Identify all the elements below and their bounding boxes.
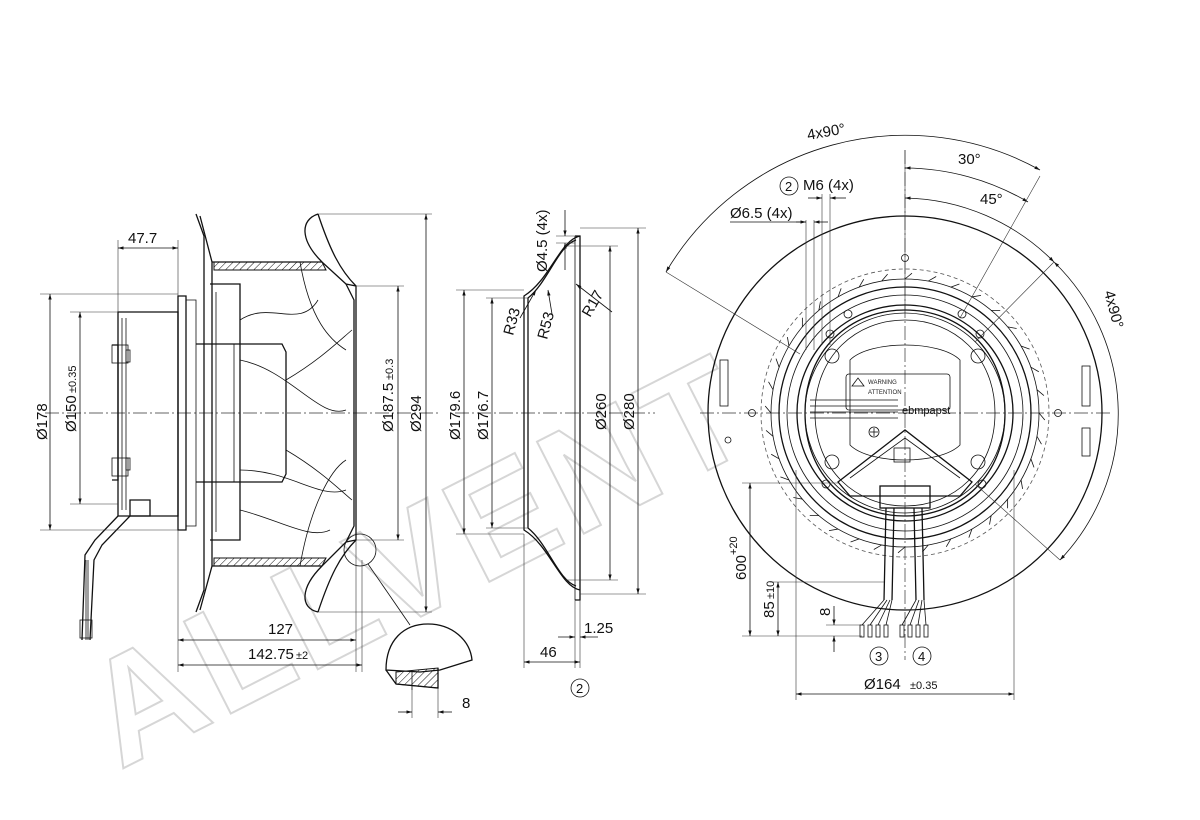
mounting-boss — [970, 454, 986, 470]
blade-tip — [768, 381, 774, 390]
blade-tip — [873, 544, 882, 550]
blade-tip — [968, 528, 973, 538]
dim-d187-5-tol: ±0.3 — [384, 359, 396, 380]
side-view: 47.7 Ø178 Ø150 ±0.35 Ø187.5 ±0.3 Ø294 12… — [34, 213, 473, 718]
mounting-boss — [821, 479, 831, 489]
callout-3 — [869, 646, 889, 666]
wire-ferrule — [859, 624, 865, 638]
dim-d187-5: Ø187.5 — [380, 383, 397, 432]
dim-46: 46 — [540, 644, 557, 661]
callout-2-label: 2 — [785, 179, 792, 194]
dim-d150: Ø150 — [63, 395, 80, 432]
dim-85-tol: ±10 — [765, 581, 777, 599]
dim-m6: M6 (4x) — [803, 177, 854, 194]
dim-angle-right: 4x90° — [1100, 289, 1126, 331]
dim-detail-8: 8 — [462, 695, 470, 712]
dim-600: 600 — [733, 555, 750, 580]
wire-ferrule — [867, 624, 873, 638]
callout-4 — [912, 646, 932, 666]
blade-tip — [1038, 412, 1046, 421]
blade-tip — [771, 453, 780, 460]
dim-1-25: 1.25 — [584, 620, 613, 637]
blade-tip — [1030, 458, 1035, 468]
dim-d164-tol: ±0.35 — [910, 680, 937, 692]
mounting-boss — [970, 348, 986, 364]
dim-127: 127 — [268, 621, 293, 638]
blade-tip — [787, 336, 790, 347]
blade-tip — [1036, 389, 1045, 396]
callout-2 — [779, 176, 799, 196]
dim-47-7: 47.7 — [128, 230, 157, 247]
dim-d176-7: Ø176.7 — [475, 391, 492, 440]
wire-ferrule — [923, 624, 929, 638]
dim-142-75-tol: ±2 — [296, 650, 308, 662]
blade-tip — [950, 283, 960, 288]
callout-1-label: 2 — [576, 681, 583, 696]
dim-d294: Ø294 — [408, 395, 425, 432]
blade-tip — [1036, 436, 1042, 445]
blade-tip — [881, 273, 888, 282]
dim-30-deg: 30° — [958, 151, 981, 168]
dim-8: 8 — [817, 608, 834, 616]
dim-600-tol: +20 — [728, 536, 740, 555]
dim-r17: R17 — [579, 288, 607, 320]
blade-tip — [989, 515, 992, 525]
blade-tip — [1020, 479, 1023, 490]
blade-tip — [818, 301, 821, 311]
callout-1 — [570, 678, 590, 698]
blade-tip — [850, 538, 860, 543]
mounting-boss — [977, 479, 987, 489]
wire-ferrule — [883, 624, 889, 638]
dim-45-deg: 45° — [980, 191, 1003, 208]
blade-tip — [858, 279, 865, 288]
blade-tip — [971, 295, 982, 298]
mounting-boss — [843, 309, 853, 319]
front-view: WARNING ATTENTION ebmpapst 4x90° 4x90° — [665, 121, 1127, 700]
blade-tip — [1030, 366, 1039, 373]
callout-3-label: 3 — [875, 649, 882, 664]
blade-tip — [928, 276, 937, 282]
dim-r53: R53 — [534, 310, 558, 341]
blade-tip — [764, 405, 772, 414]
label-attention: ATTENTION — [868, 390, 902, 396]
blade-tip — [780, 476, 790, 481]
inlet-ring-view: Ø4.5 (4x) R17 R33 R53 Ø179.6 Ø176.7 Ø260… — [447, 209, 655, 698]
blade-tip — [837, 288, 842, 298]
watermark-text: ALLVENT — [58, 321, 778, 799]
blade-tip — [765, 430, 774, 437]
brand-label: ebmpapst — [902, 405, 950, 417]
blade-tip — [1007, 326, 1017, 329]
dim-angle-top: 4x90° — [806, 121, 847, 144]
dim-r33: R33 — [500, 306, 524, 337]
mounting-boss — [957, 309, 967, 319]
wire-ferrule — [899, 624, 905, 638]
dim-d260: Ø260 — [593, 393, 610, 430]
blade-tip — [793, 497, 803, 500]
blade-tip — [1020, 345, 1030, 350]
mounting-boss — [824, 348, 840, 364]
dim-d280: Ø280 — [621, 393, 638, 430]
mounting-boss — [824, 454, 840, 470]
dim-d178: Ø178 — [34, 403, 51, 440]
dim-d150-tol: ±0.35 — [67, 366, 79, 393]
watermark: ALLVENT — [57, 320, 779, 800]
dim-85: 85 — [761, 601, 778, 618]
blade-tip — [897, 546, 906, 554]
wire-ferrule — [875, 624, 881, 638]
dim-d179-6: Ø179.6 — [447, 391, 464, 440]
wire-ferrule — [915, 624, 921, 638]
dim-d164: Ø164 — [864, 676, 901, 693]
callout-4-label: 4 — [918, 649, 925, 664]
blade-tip — [775, 358, 780, 368]
dim-d6-5: Ø6.5 (4x) — [730, 205, 793, 222]
dim-142-75: 142.75 — [248, 646, 294, 663]
dim-hole-4-5: Ø4.5 (4x) — [534, 209, 551, 272]
blade-tip — [828, 528, 839, 531]
label-warning: WARNING — [868, 380, 897, 386]
wire-ferrule — [907, 624, 913, 638]
blade-tip — [904, 272, 913, 280]
mounting-boss — [975, 329, 985, 339]
blade-tip — [945, 538, 952, 547]
